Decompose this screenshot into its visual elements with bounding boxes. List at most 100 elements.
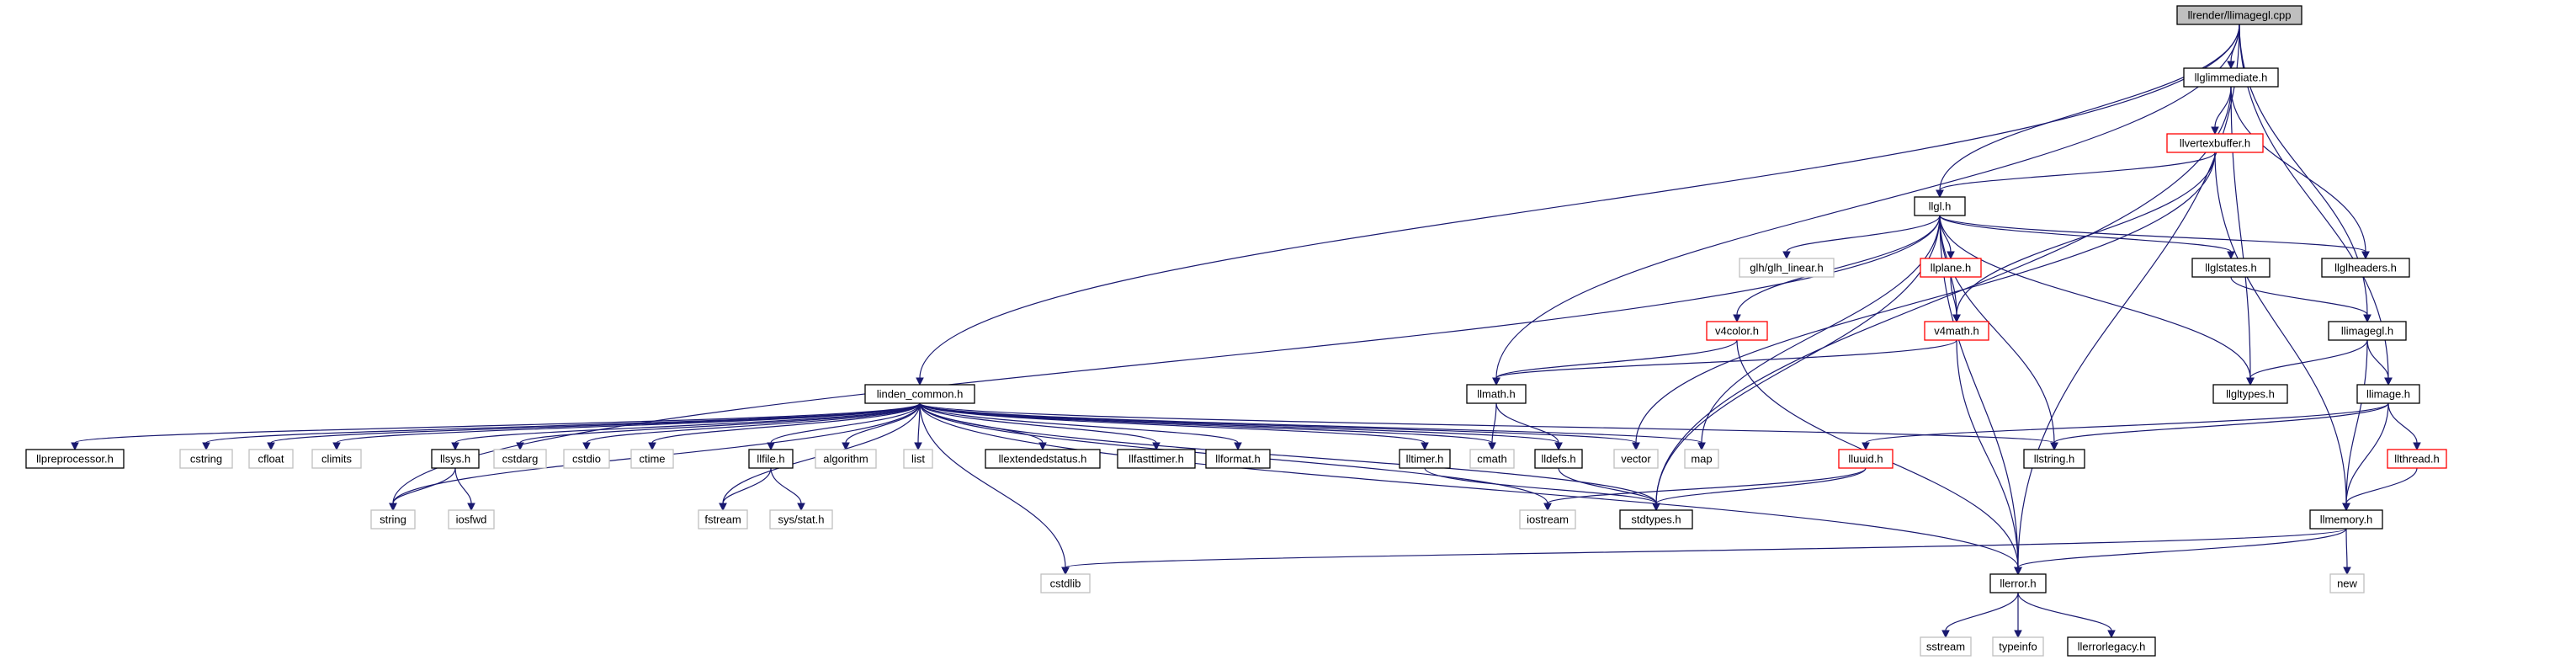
node-box: [2387, 449, 2447, 469]
node-box: [1838, 449, 1893, 469]
node-box: [1924, 321, 1989, 341]
node-label: climits: [321, 453, 353, 466]
node-list: list: [903, 449, 933, 469]
node-v4math[interactable]: v4math.h: [1924, 321, 1989, 341]
node-llerrorlegacy[interactable]: llerrorlegacy.h: [2067, 636, 2156, 657]
arrowhead-icon: [332, 442, 341, 451]
arrowhead-icon: [202, 442, 210, 451]
edge-linden_common-to-cstdarg: [516, 402, 921, 451]
edge-llmemory-to-cstdlib: [1061, 528, 2347, 576]
node-vector: vector: [1613, 449, 1659, 469]
node-box: [1040, 573, 1091, 593]
node-label: list: [911, 453, 925, 466]
node-label: lluuid.h: [1848, 453, 1883, 466]
node-box: [2321, 258, 2410, 278]
arrowhead-icon: [842, 442, 850, 451]
edge-linden_common-to-lldefs: [919, 402, 1563, 451]
node-stdtypes[interactable]: stdtypes.h: [1619, 509, 1693, 530]
node-box: [248, 449, 294, 469]
node-box: [1989, 573, 2047, 593]
node-label: linden_common.h: [877, 388, 964, 401]
arrowhead-icon: [1947, 251, 1955, 260]
node-label: llsys.h: [440, 453, 470, 466]
arrowhead-icon: [1941, 630, 1950, 639]
node-label: sys/stat.h: [778, 514, 825, 526]
node-box: [1399, 449, 1451, 469]
edge-llfile-to-fstream: [719, 467, 772, 512]
node-llfasttimer[interactable]: llfasttimer.h: [1117, 449, 1196, 469]
arrowhead-icon: [2343, 567, 2351, 576]
node-root[interactable]: llrender/llimagegl.cpp: [2176, 5, 2302, 25]
node-v4color[interactable]: v4color.h: [1706, 321, 1768, 341]
node-llsys[interactable]: llsys.h: [431, 449, 480, 469]
node-label: iosfwd: [456, 514, 487, 526]
node-label: llglheaders.h: [2334, 262, 2397, 274]
node-new: new: [2329, 573, 2365, 593]
node-map: map: [1684, 449, 1719, 469]
node-label: llstring.h: [2034, 453, 2074, 466]
node-label: llplane.h: [1931, 262, 1971, 274]
node-llformat[interactable]: llformat.h: [1205, 449, 1271, 469]
node-label: new: [2337, 578, 2357, 590]
node-cstdarg: cstdarg: [493, 449, 547, 469]
node-box: [563, 449, 610, 469]
node-box: [630, 449, 674, 469]
node-llglimmediate[interactable]: llglimmediate.h: [2183, 67, 2279, 88]
node-box: [1466, 384, 1527, 404]
edge-llimage-to-llthread: [2387, 402, 2421, 451]
arrowhead-icon: [2246, 377, 2255, 386]
arrowhead-icon: [389, 503, 397, 512]
arrowhead-icon: [1234, 442, 1242, 451]
node-llfile[interactable]: llfile.h: [748, 449, 794, 469]
node-box: [370, 509, 416, 530]
node-box: [1706, 321, 1768, 341]
node-label: lltimer.h: [1406, 453, 1444, 466]
edge-llimagegl-to-llmemory: [2342, 339, 2368, 512]
arrowhead-icon: [1936, 189, 1944, 199]
node-llmath[interactable]: llmath.h: [1466, 384, 1527, 404]
node-lldefs[interactable]: lldefs.h: [1534, 449, 1583, 469]
node-label: cstdlib: [1050, 578, 1081, 590]
node-label: sstream: [1926, 641, 1965, 653]
node-label: llerror.h: [2000, 578, 2036, 590]
arrowhead-icon: [914, 442, 922, 451]
node-cfloat: cfloat: [248, 449, 294, 469]
edge-llgl-to-llglstates: [1939, 215, 2235, 260]
node-llimage[interactable]: llimage.h: [2356, 384, 2420, 404]
node-lltimer[interactable]: lltimer.h: [1399, 449, 1451, 469]
node-lluuid[interactable]: lluuid.h: [1838, 449, 1893, 469]
node-label: llmath.h: [1477, 388, 1516, 401]
node-llpreprocessor[interactable]: llpreprocessor.h: [25, 449, 125, 469]
arrowhead-icon: [267, 442, 275, 451]
node-llthread[interactable]: llthread.h: [2387, 449, 2447, 469]
node-label: llglstates.h: [2205, 262, 2256, 274]
edge-llglstates-to-llimagegl: [2230, 276, 2372, 323]
edge-llgl-to-llglheaders: [1939, 215, 2370, 260]
node-label: llimage.h: [2366, 388, 2410, 401]
node-llplane[interactable]: llplane.h: [1920, 258, 1982, 278]
node-llimagegl[interactable]: llimagegl.h: [2328, 321, 2407, 341]
node-box: [903, 449, 933, 469]
arrowhead-icon: [2227, 251, 2235, 260]
node-typeinfo: typeinfo: [1992, 636, 2044, 657]
node-llvertexbuffer[interactable]: llvertexbuffer.h: [2166, 133, 2264, 153]
node-llmemory[interactable]: llmemory.h: [2309, 509, 2383, 530]
node-llextendedstatus[interactable]: llextendedstatus.h: [985, 449, 1101, 469]
node-llglheaders[interactable]: llglheaders.h: [2321, 258, 2410, 278]
node-linden_common[interactable]: linden_common.h: [864, 384, 975, 404]
arrowhead-icon: [1782, 251, 1791, 260]
node-box: [698, 509, 748, 530]
node-llglstates[interactable]: llglstates.h: [2191, 258, 2271, 278]
node-iosfwd: iosfwd: [448, 509, 495, 530]
node-llgltypes[interactable]: llgltypes.h: [2212, 384, 2288, 404]
node-label: llfasttimer.h: [1129, 453, 1184, 466]
edge-linden_common-to-cmath: [919, 402, 1496, 451]
node-llstring[interactable]: llstring.h: [2023, 449, 2085, 469]
edge-llsys-to-iosfwd: [454, 467, 475, 512]
node-label: llextendedstatus.h: [999, 453, 1087, 466]
node-box: [493, 449, 547, 469]
node-llerror[interactable]: llerror.h: [1989, 573, 2047, 593]
node-llgl[interactable]: llgl.h: [1914, 196, 1966, 216]
arrowhead-icon: [797, 503, 805, 512]
edge-lluuid-to-stdtypes: [1652, 467, 1867, 512]
